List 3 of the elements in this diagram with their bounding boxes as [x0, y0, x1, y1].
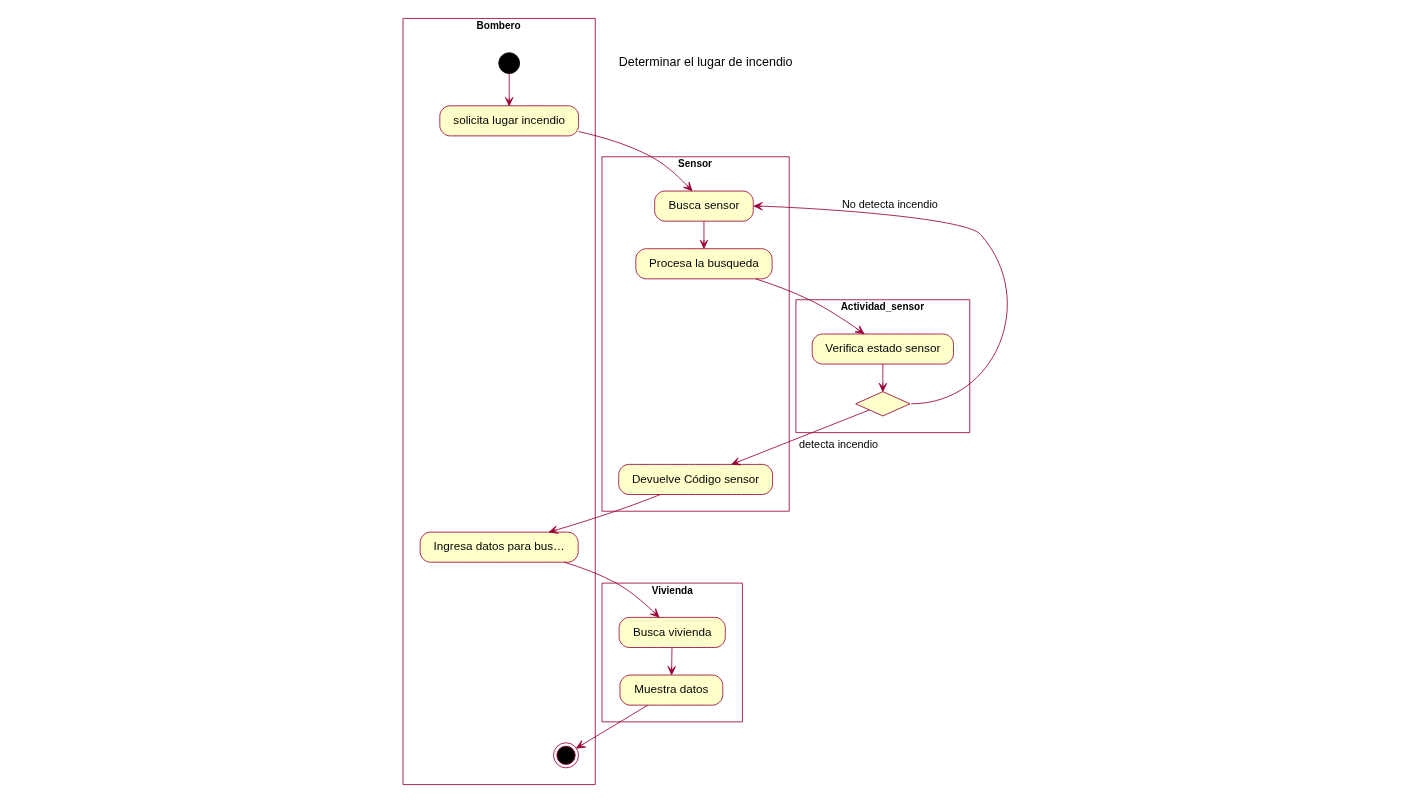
edge-label: No detecta incendio [841, 197, 938, 210]
label: Determinar el lugar de incendio [618, 55, 793, 70]
edge-label: detecta incendio [799, 438, 879, 451]
